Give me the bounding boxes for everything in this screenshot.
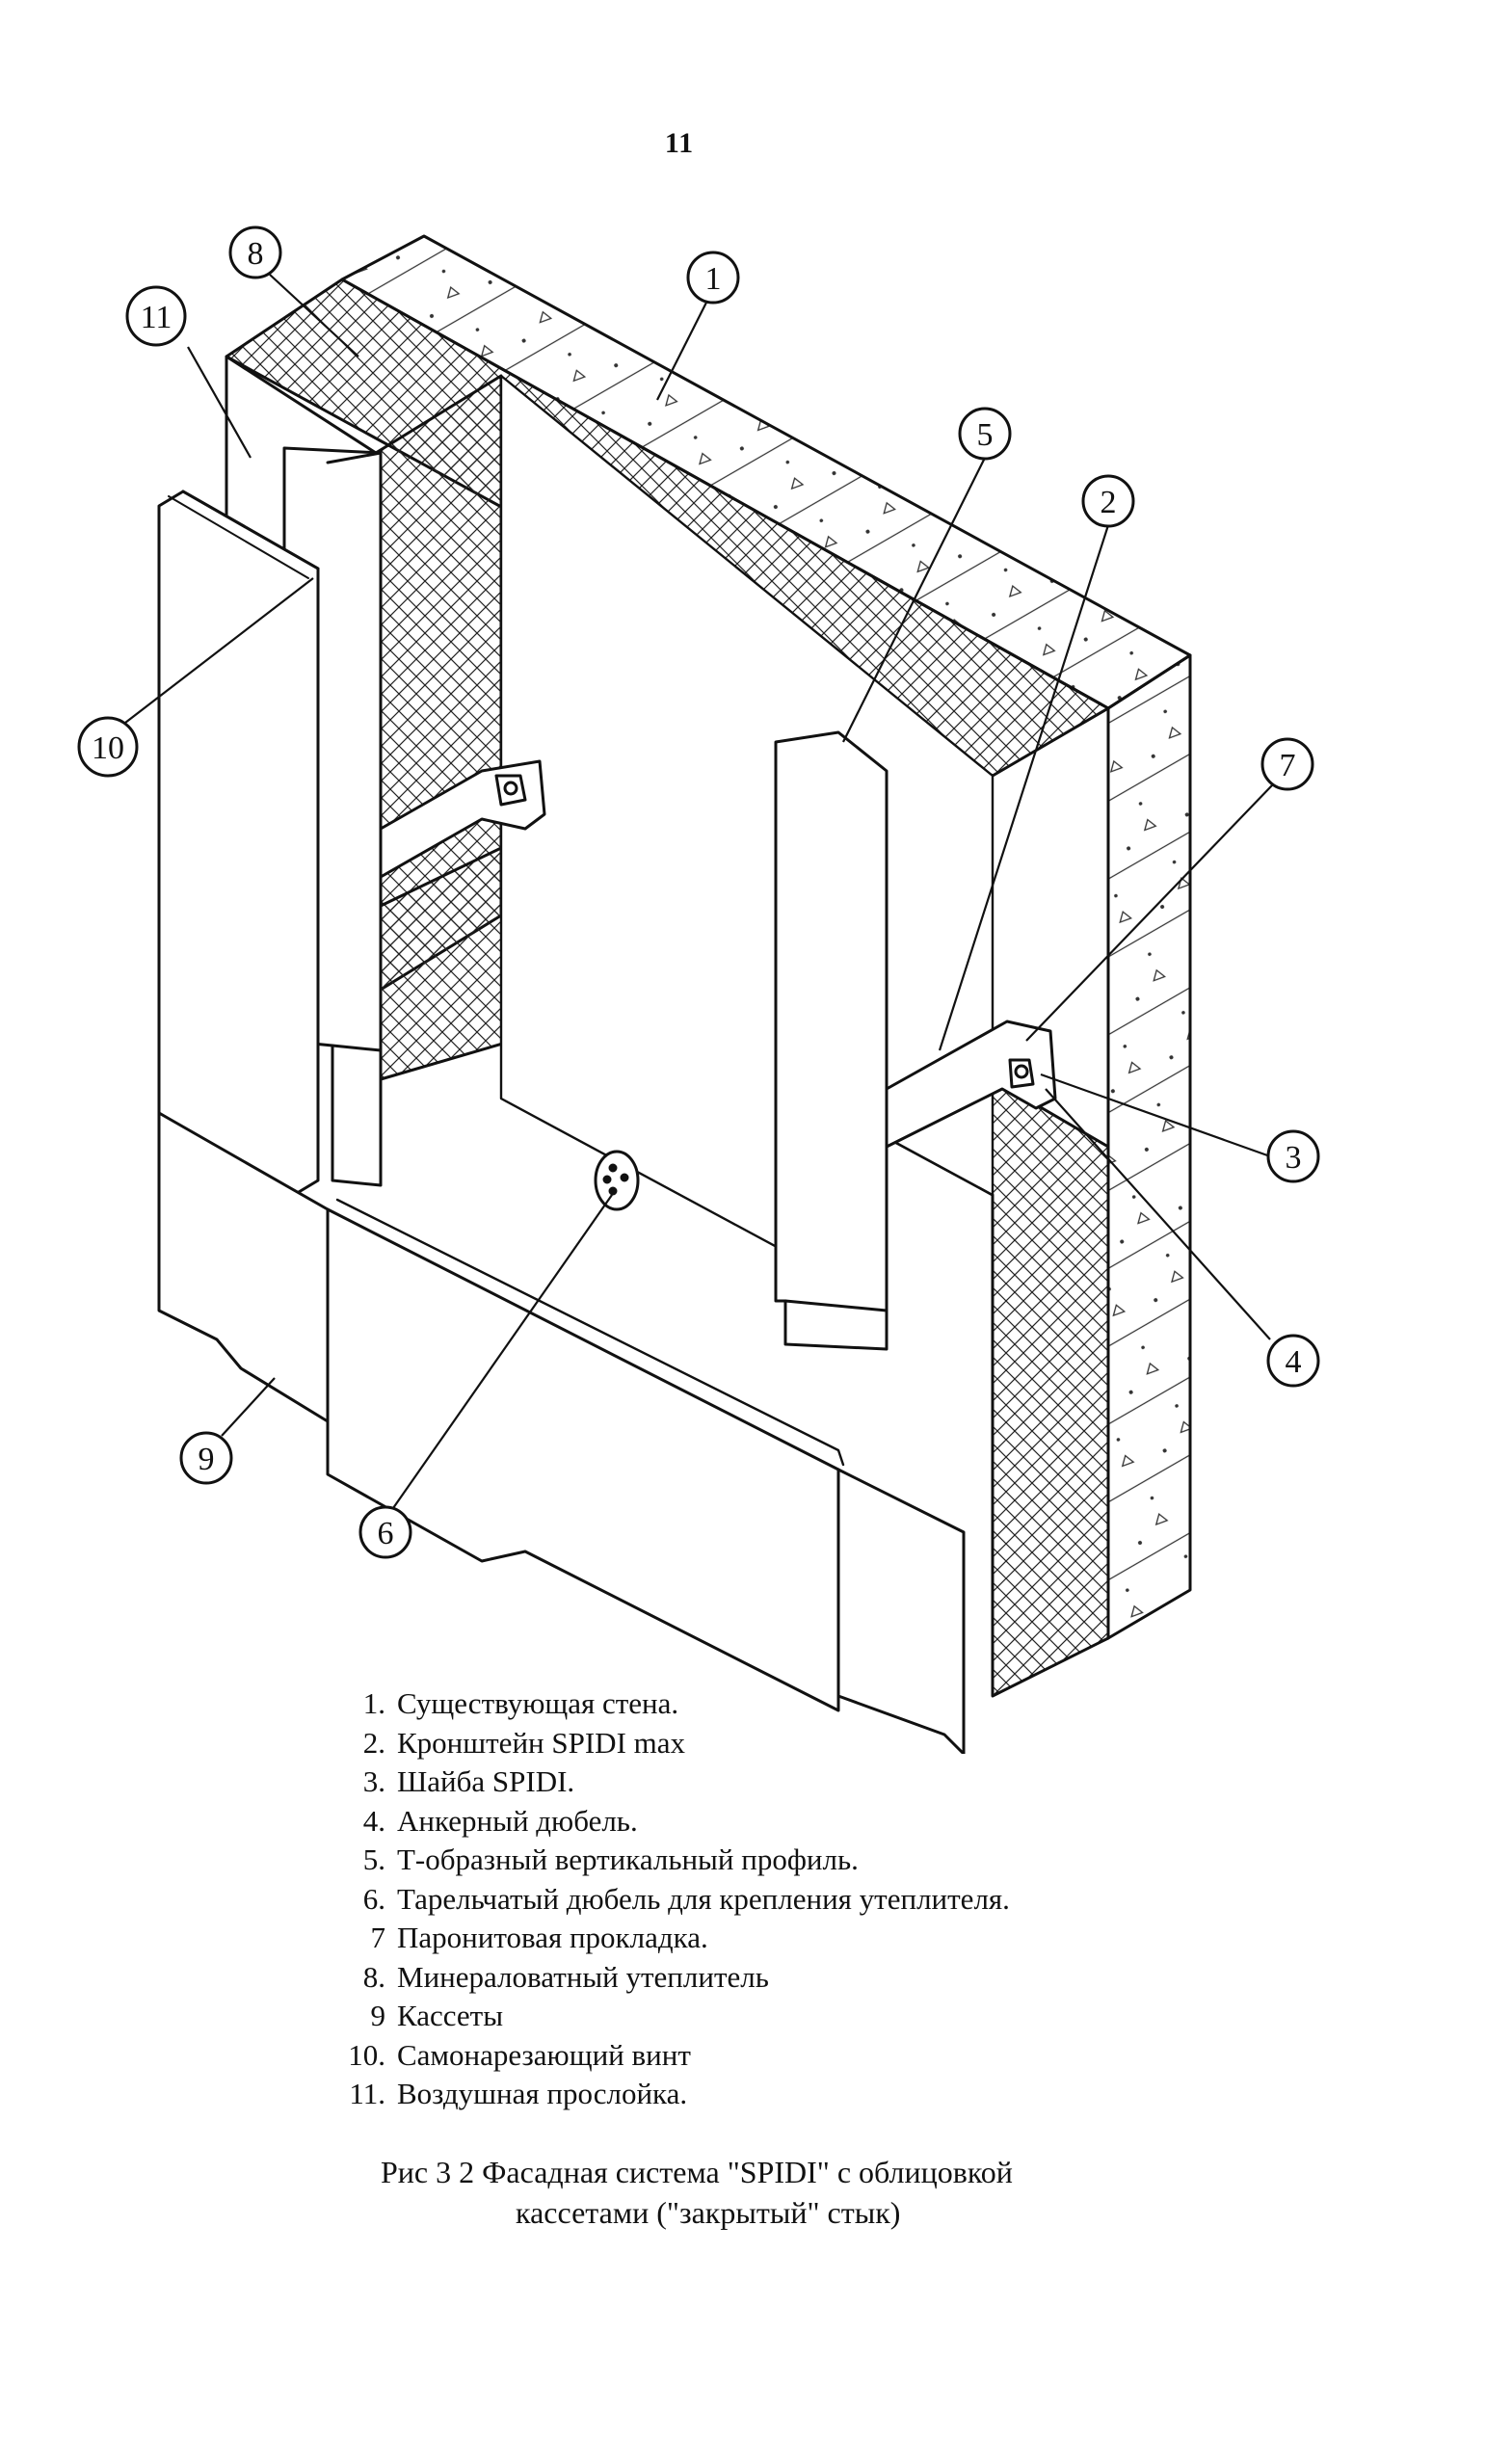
legend-item-number: 2.: [362, 1725, 385, 1760]
legend-item: 7 Паронитовая прокладка.: [308, 1919, 1010, 1958]
existing-wall-right: [1106, 653, 1192, 1640]
legend-item: 3. Шайба SPIDI.: [308, 1762, 1010, 1802]
legend-item: 8. Минераловатный утеплитель: [308, 1958, 1010, 1998]
legend-item-text: Шайба SPIDI.: [397, 1764, 575, 1798]
leader-1: [656, 288, 714, 401]
leader-11: [187, 346, 252, 459]
legend-item-text: Кронштейн SPIDI max: [397, 1725, 686, 1760]
legend-item-number: 8.: [362, 1959, 385, 1994]
callout-5: 5: [958, 407, 1012, 461]
cassette-lower-wide: [326, 1207, 840, 1712]
legend-item: 9 Кассеты: [308, 1997, 1010, 2036]
legend-item-text: Тарельчатый дюбель для крепления утеплит…: [397, 1881, 1010, 1916]
legend-item-text: Воздушная прослойка.: [397, 2077, 688, 2110]
legend-item: 4. Анкерный дюбель.: [308, 1802, 1010, 1842]
legend-item-number: 9: [370, 1999, 386, 2032]
callout-9-label: 9: [199, 1442, 215, 1477]
legend-item-number: 4.: [362, 1803, 385, 1838]
callout-7: 7: [1260, 737, 1314, 791]
legend-item: 6. Тарельчатый дюбель для крепления утепл…: [308, 1880, 1010, 1920]
leader-5: [842, 457, 986, 743]
callout-1: 1: [686, 251, 740, 305]
callout-3: 3: [1266, 1129, 1320, 1183]
callout-10-label: 10: [92, 730, 124, 766]
page-number: 11: [664, 127, 695, 159]
bracket-lower: [885, 1020, 1057, 1149]
leader-8: [269, 274, 359, 358]
legend-item-number: 10.: [348, 2037, 385, 2072]
callout-11: 11: [125, 285, 187, 347]
figure-caption: Рис 3 2 Фасадная система "SPIDI" с облиц…: [381, 2152, 1013, 2233]
legend-item-number: 7: [370, 1921, 386, 1954]
callout-2-label: 2: [1101, 485, 1117, 520]
caption-line-2: кассетами ("закрытый" стык): [516, 2195, 901, 2230]
callout-4-label: 4: [1286, 1344, 1302, 1380]
facade-diagram: 1 2 3 4 5 6 7 8 9 10 11: [77, 225, 1320, 1754]
callout-8: 8: [228, 225, 282, 279]
legend-item: 11. Воздушная прослойка.: [308, 2075, 1010, 2114]
leader-7: [1025, 784, 1273, 1042]
legend-item-text: Кассеты: [397, 1999, 504, 2032]
callout-10: 10: [77, 716, 139, 778]
legend-item-number: 5.: [362, 1842, 385, 1876]
legend-item-text: Существующая стена.: [397, 1686, 679, 1720]
callout-6: 6: [358, 1505, 412, 1559]
callout-7-label: 7: [1280, 748, 1296, 783]
legend-item-number: 1.: [362, 1686, 385, 1720]
legend-item-text: Т-образный вертикальный профиль.: [397, 1842, 859, 1876]
legend-item: 1. Существующая стена.: [308, 1684, 1010, 1724]
cassette-upper-left: [157, 490, 320, 1197]
leader-4: [1045, 1088, 1271, 1340]
leader-10: [124, 577, 314, 724]
t-profile-right: [774, 730, 889, 1351]
leader-3: [1040, 1073, 1271, 1158]
callout-9: 9: [179, 1431, 233, 1485]
cassette-lower-right: [836, 1468, 966, 1754]
legend-item-text: Паронитовая прокладка.: [397, 1921, 708, 1954]
callout-1-label: 1: [705, 261, 722, 297]
callout-3-label: 3: [1286, 1140, 1302, 1176]
callout-4: 4: [1266, 1334, 1320, 1388]
legend-item-number: 3.: [362, 1764, 385, 1798]
legend-item-number: 11.: [349, 2077, 385, 2110]
leader-2: [938, 524, 1110, 1051]
legend-item: 5. Т-образный вертикальный профиль.: [308, 1841, 1010, 1880]
bracket-upper: [379, 759, 546, 879]
callout-5-label: 5: [977, 417, 994, 453]
umbrella-dowel: [594, 1150, 640, 1211]
callout-8-label: 8: [248, 236, 264, 272]
legend-item-text: Самонарезающий винт: [397, 2037, 691, 2072]
legend-item: 2. Кронштейн SPIDI max: [308, 1724, 1010, 1763]
leader-9: [221, 1377, 276, 1437]
legend-item-number: 6.: [362, 1881, 385, 1916]
callout-11-label: 11: [141, 300, 172, 335]
leader-6: [392, 1194, 613, 1509]
legend-item-text: Минераловатный утеплитель: [397, 1959, 769, 1994]
caption-line-1: Рис 3 2 Фасадная система "SPIDI" с облиц…: [381, 2155, 1013, 2189]
callout-6-label: 6: [378, 1516, 394, 1551]
legend-item: 10. Самонарезающий винт: [308, 2036, 1010, 2076]
legend-list: 1. Существующая стена. 2. Кронштейн SPIDI …: [308, 1684, 1010, 2114]
callout-2: 2: [1081, 474, 1135, 528]
legend-item-text: Анкерный дюбель.: [397, 1803, 638, 1838]
